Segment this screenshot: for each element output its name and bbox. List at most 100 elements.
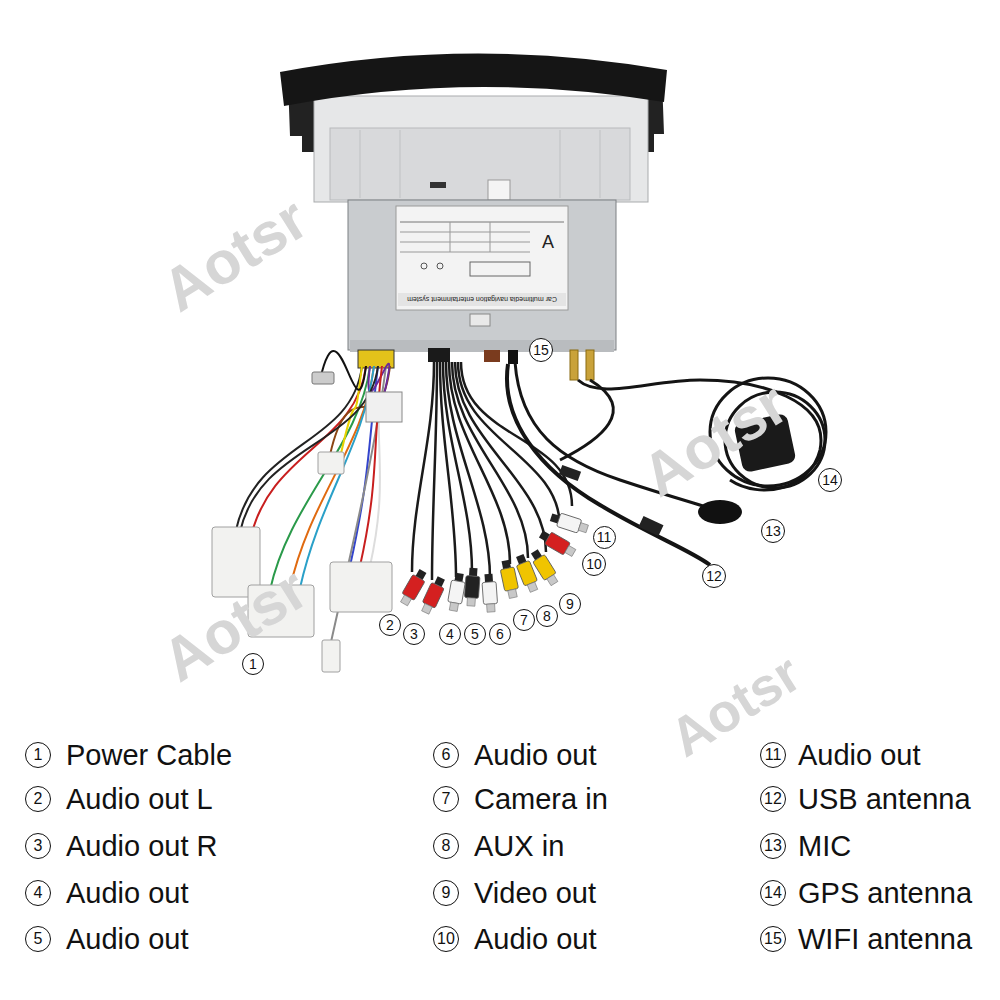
callout-circle: 13 [761,519,785,543]
head-unit [470,262,530,276]
callout-circle: 4 [25,880,51,906]
key-text: Audio out [66,925,189,954]
callout-number: 8 [442,838,451,854]
watermark: Aotsr [661,645,809,766]
wire-bundle [455,362,546,552]
key-text: Audio out [798,741,921,770]
wire-bundle [461,362,572,506]
callout-circle: 8 [536,605,558,627]
rca-plug [422,604,433,615]
callout-circle: 10 [433,926,459,952]
callout-circle: 11 [593,526,616,549]
head-unit [400,130,401,198]
rca-plug [557,513,582,533]
wire-bundle [412,362,434,572]
callout-number: 1 [249,657,257,671]
head-unit [330,128,630,200]
callout-circle: 6 [489,623,511,645]
key-text: GPS antenna [798,879,972,908]
rca-plug [500,567,518,591]
callout-number: 3 [34,838,43,854]
callout-circle: 5 [25,926,51,952]
callout-number: 8 [543,609,551,623]
rca-plug [482,582,498,605]
callout-number: 14 [764,885,782,901]
unit-connectors [586,350,594,380]
callout-number: 13 [765,524,781,538]
callout-circle: 6 [433,742,459,768]
callout-number: 10 [437,931,455,947]
callout-number: 4 [34,885,43,901]
callout-number: 11 [597,530,612,544]
unit-connectors [484,350,500,362]
callout-circle: 2 [25,786,51,812]
callout-number: 2 [386,618,394,632]
callout-circle: 1 [25,742,51,768]
antenna-cables [560,380,613,460]
harness-connector [322,640,340,672]
rca-plug [401,595,412,606]
callout-number: 13 [764,838,782,854]
head-unit [430,182,446,188]
unit-connectors [570,350,578,380]
head-unit [360,130,361,198]
harness-connector [312,372,334,384]
unit-connectors [358,348,594,380]
head-unit [396,206,568,310]
head-unit [437,263,443,269]
callout-number: 11 [765,747,782,763]
callout-number: 9 [566,597,574,611]
antenna-cables [638,516,663,536]
rca-plug [499,559,521,599]
head-unit [314,96,648,202]
callout-number: 14 [822,473,838,487]
key-text: Power Cable [66,741,232,770]
rca-plug [484,574,493,583]
head-unit [400,242,530,243]
head-unit [450,222,451,252]
unit-connectors [508,350,518,364]
head-unit [490,222,491,252]
rca-plug [528,548,560,588]
rca-plug [578,523,588,533]
antenna-cables [698,500,742,524]
rca-plug [464,568,481,607]
head-unit [470,314,490,326]
key-text: Audio out [66,879,189,908]
rca-plug [467,598,476,607]
head-unit [560,130,561,198]
callout-circle: 14 [760,880,786,906]
key-text: MIC [798,832,851,861]
key-text: USB antenna [798,785,971,814]
head-unit [398,293,566,306]
key-text: Camera in [474,785,608,814]
callout-circle: 10 [582,552,606,576]
callout-circle: 14 [818,468,842,492]
head-unit [400,222,564,223]
rca-plug [565,546,576,557]
rca-plug [464,576,480,599]
key-text: AUX in [474,832,564,861]
callout-circle: 9 [433,880,459,906]
callout-circle: 9 [559,593,581,615]
head-unit [600,130,601,198]
head-unit [488,180,510,200]
callout-circle: 4 [439,623,461,645]
rca-plug [549,511,589,536]
device-label: Car multimedia navigation entertainment … [407,296,557,303]
key-text: Audio out R [66,832,218,861]
callout-circle: 3 [25,833,51,859]
callout-circle: 12 [702,564,726,588]
callout-circle: 12 [760,786,786,812]
rca-plug [527,582,537,592]
callout-circle: 15 [529,338,553,362]
callout-number: 7 [442,791,451,807]
harness-connector [318,452,344,474]
callout-number: 6 [442,747,451,763]
antenna-cables [507,362,826,565]
key-text: WIFI antenna [798,925,972,954]
rca-plug [449,602,458,611]
callout-circle: 13 [760,833,786,859]
head-unit [421,263,427,269]
callout-number: 5 [471,627,479,641]
